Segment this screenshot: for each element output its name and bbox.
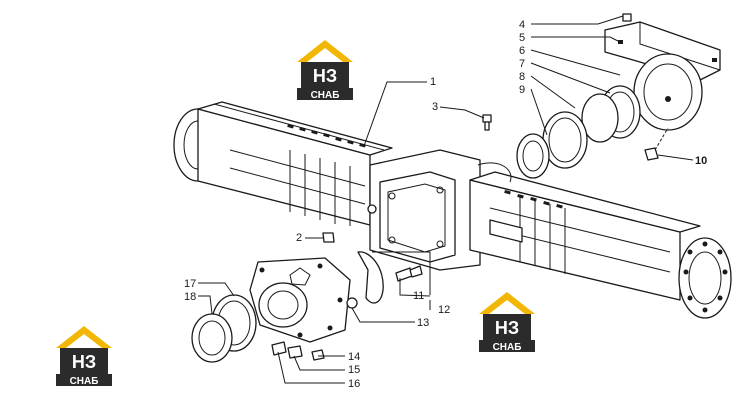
callout-7: 7 (519, 58, 525, 70)
bushing-ring-7 (581, 85, 641, 143)
callout-1: 1 (430, 76, 436, 88)
logo-caption: СНАБ (311, 90, 340, 101)
leader-lines (198, 15, 694, 384)
watermark-logo: НЗ СНАБ (479, 292, 535, 353)
callout-5: 5 (519, 32, 525, 44)
callout-13: 13 (417, 317, 429, 329)
callout-12: 12 (438, 304, 450, 316)
callout-8: 8 (519, 71, 525, 83)
thrust-washer-9 (516, 133, 550, 179)
gasket-12 (357, 251, 384, 304)
callout-17: 17 (184, 278, 196, 290)
callout-18: 18 (184, 291, 196, 303)
part-3-breather (482, 114, 492, 131)
bolt-11 (395, 265, 423, 282)
callout-9: 9 (519, 84, 525, 96)
callout-2: 2 (296, 232, 302, 244)
logo-mark: НЗ (72, 352, 96, 372)
washer-13 (346, 297, 358, 309)
callout-6: 6 (519, 45, 525, 57)
callout-labels: 1 2 3 4 5 6 7 8 9 10 11 12 13 14 15 16 1… (184, 19, 707, 390)
axle-housing (173, 101, 732, 319)
seal-ring-8 (542, 111, 588, 169)
callout-11: 11 (413, 290, 424, 302)
grease-fitting-10 (644, 127, 669, 161)
watermark-logo: НЗ СНАБ (56, 326, 112, 387)
trunnion-bracket (604, 13, 721, 131)
logo-mark: НЗ (495, 318, 519, 338)
callout-3: 3 (432, 101, 438, 113)
callout-16: 16 (348, 378, 360, 390)
part-2-plug (322, 204, 377, 243)
logo-caption: СНАБ (70, 376, 99, 387)
callout-14: 14 (348, 351, 360, 363)
bolts-14-15-16 (271, 341, 325, 361)
seal-ring-18 (191, 313, 233, 363)
logo-caption: СНАБ (493, 342, 522, 353)
logo-mark: НЗ (313, 66, 337, 86)
callout-4: 4 (519, 19, 525, 31)
watermark-logo: НЗ СНАБ (297, 40, 353, 101)
front-cover-flange (249, 257, 351, 343)
callout-15: 15 (348, 364, 360, 376)
callout-10: 10 (695, 155, 707, 167)
